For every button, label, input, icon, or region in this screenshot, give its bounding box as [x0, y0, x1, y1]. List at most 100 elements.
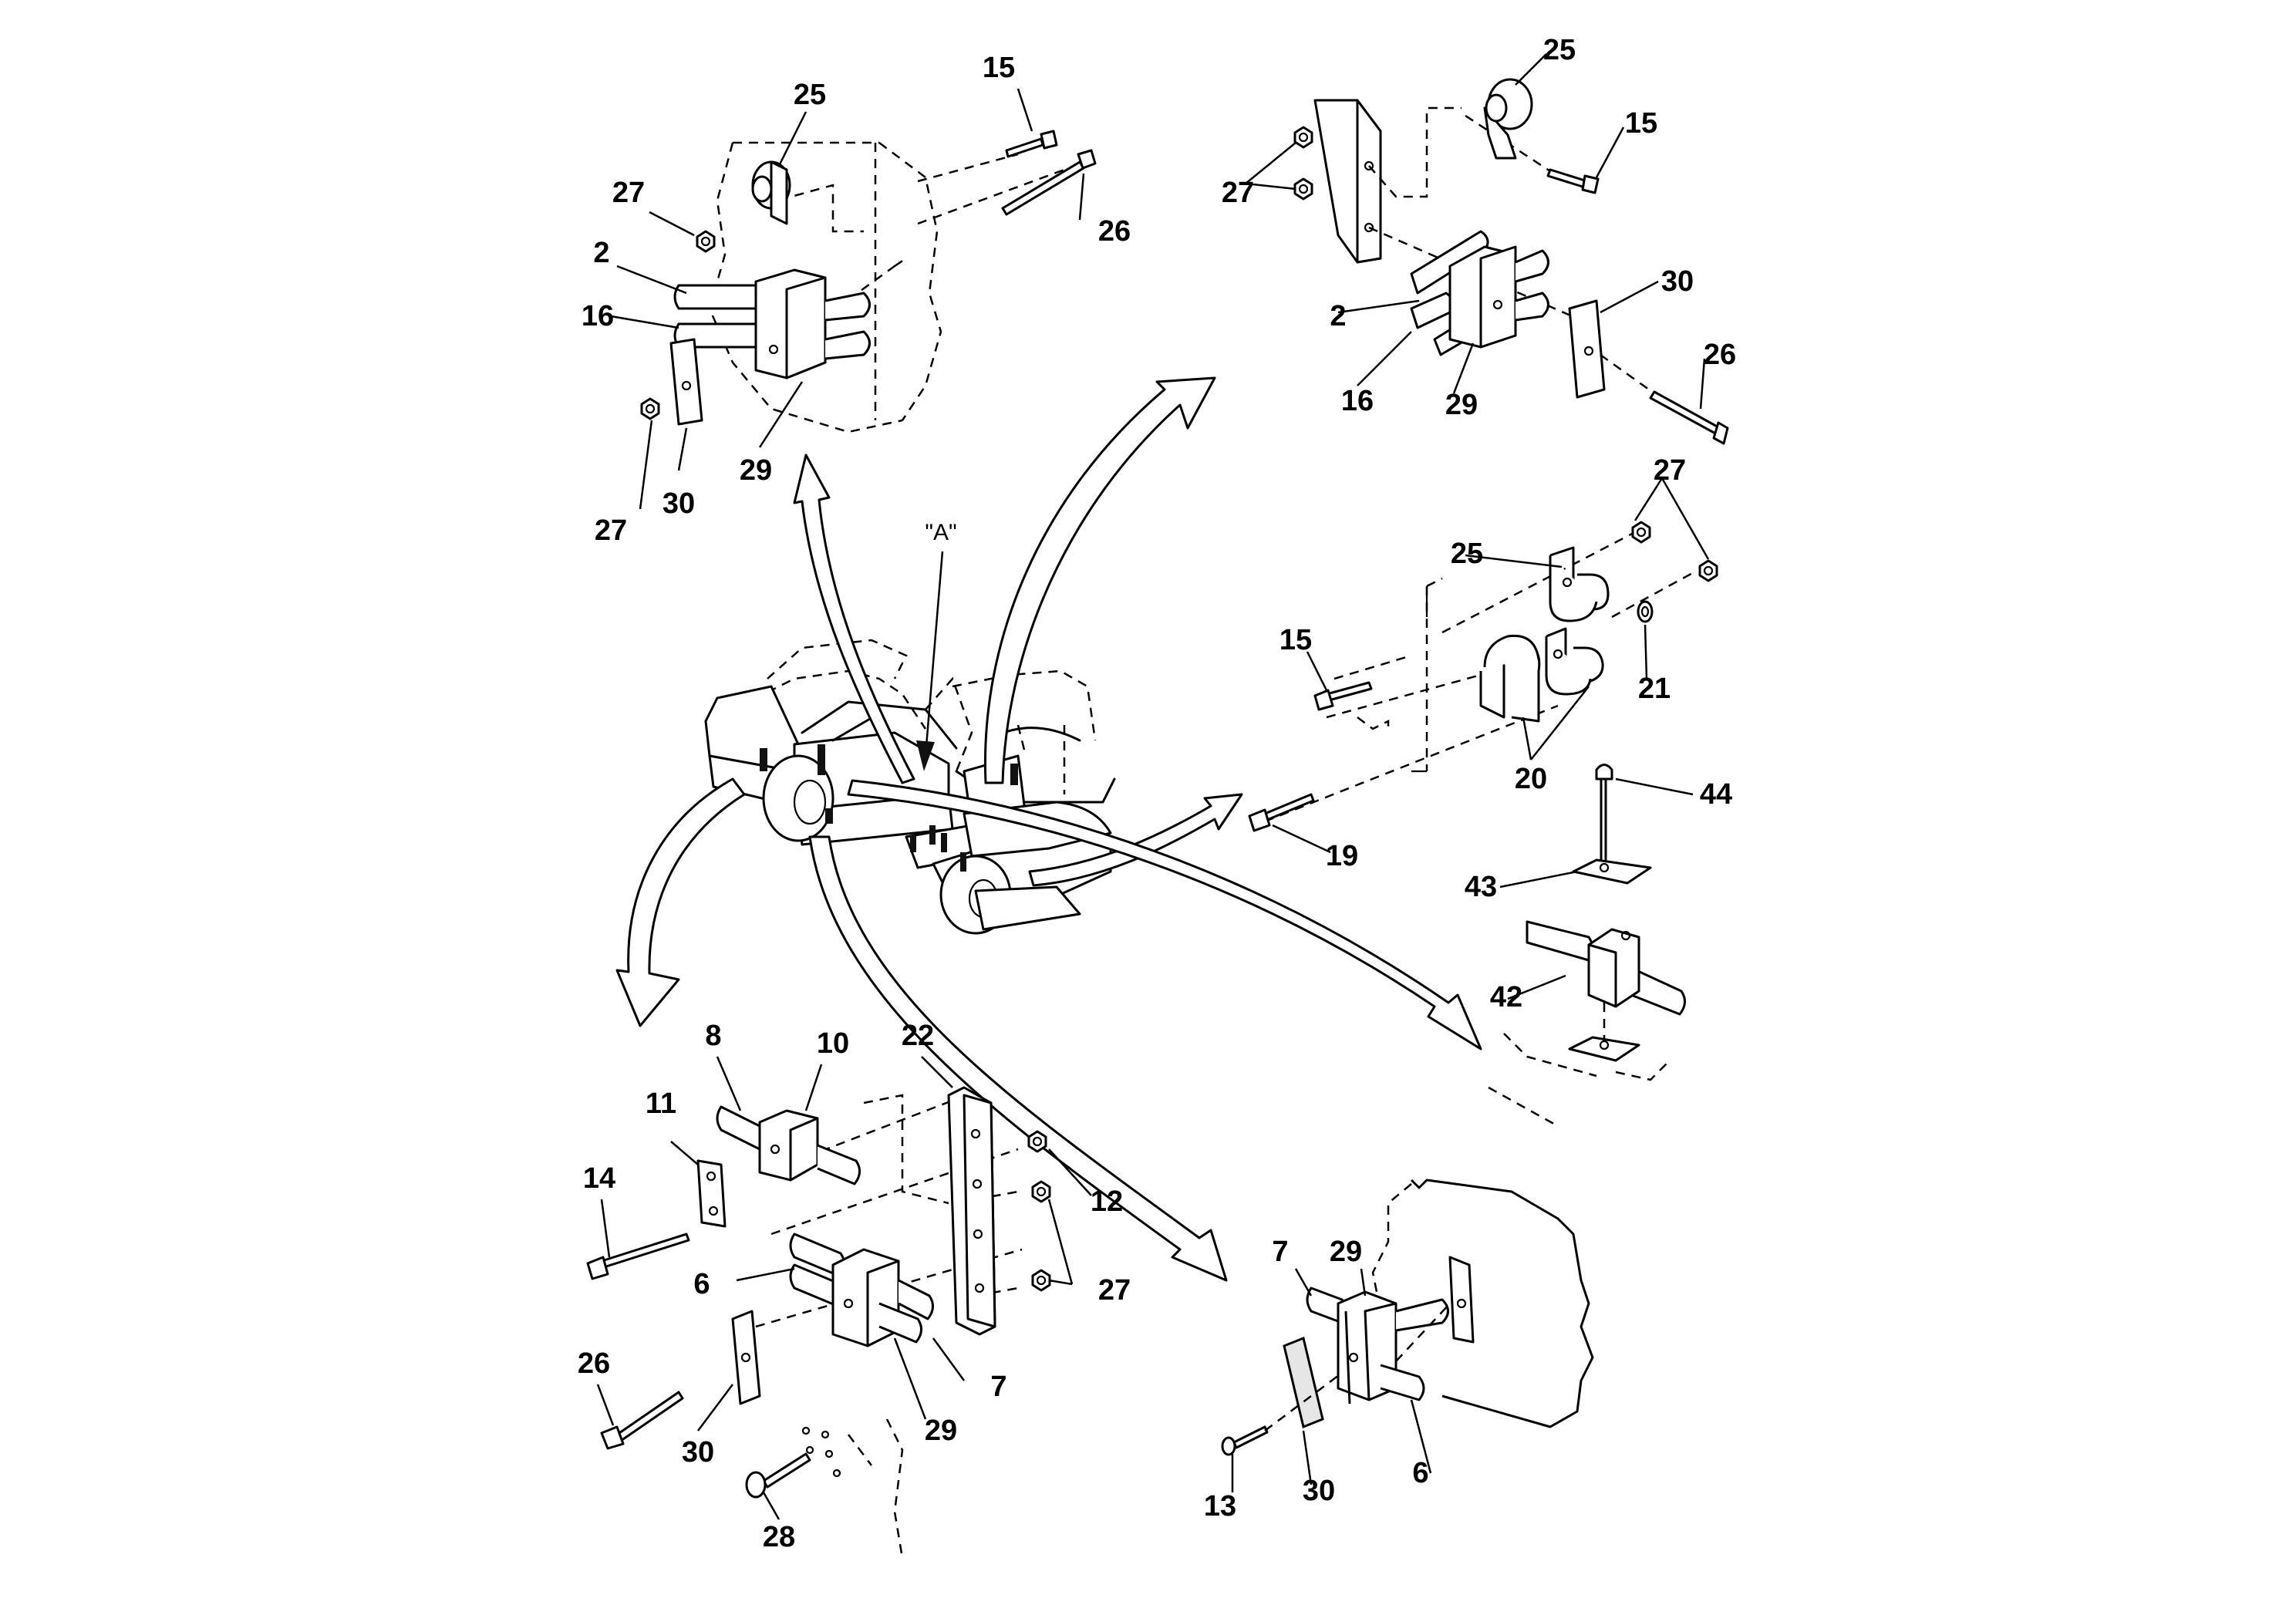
clamp-25 — [751, 160, 791, 225]
arrow-to-bottom-right — [808, 835, 1228, 1282]
label-bl-11: 11 — [646, 1088, 676, 1120]
bolt-26c — [600, 1391, 684, 1450]
label-bl-14: 14 — [583, 1162, 615, 1195]
clamp-block-29c — [789, 1233, 934, 1347]
nut-27b — [640, 397, 660, 420]
label-bl-26: 26 — [578, 1347, 610, 1380]
detail-top-left — [610, 88, 1097, 510]
plate-43 — [1572, 858, 1652, 885]
detail-block-42 — [1488, 764, 1694, 1128]
callout-label: "A" — [925, 520, 956, 545]
bolt-15 — [1005, 130, 1058, 158]
plate-30 — [669, 338, 703, 426]
label-tl-27b: 27 — [595, 514, 627, 547]
label-bl-28: 28 — [763, 1521, 795, 1553]
label-br-29: 29 — [1330, 1236, 1362, 1268]
label-tr-25: 25 — [1543, 34, 1576, 66]
label-bl-22: 22 — [902, 1020, 934, 1052]
label-tr-16: 16 — [1341, 385, 1374, 417]
label-tl-25: 25 — [794, 79, 826, 111]
label-tl-16: 16 — [582, 300, 614, 332]
bolt-28 — [745, 1452, 811, 1499]
label-bl-29: 29 — [925, 1415, 957, 1447]
nut-27f — [1698, 559, 1718, 582]
label-tl-2: 2 — [593, 237, 609, 269]
label-bl-12: 12 — [1091, 1185, 1123, 1218]
label-bl-10: 10 — [817, 1027, 849, 1060]
bolt-26b — [1649, 390, 1729, 445]
detail-arrows — [615, 376, 1482, 1282]
label-rc-42: 42 — [1490, 981, 1522, 1013]
label-tl-30: 30 — [663, 487, 695, 520]
bolt-14 — [586, 1233, 690, 1280]
label-tl-27: 27 — [612, 177, 645, 209]
bolt-44 — [1595, 764, 1613, 873]
label-mr-27: 27 — [1654, 454, 1686, 487]
bolt-15b — [1546, 168, 1600, 194]
label-tr-29: 29 — [1445, 389, 1478, 421]
block-42 — [1526, 920, 1686, 1016]
arrow-to-middle-right — [1028, 793, 1243, 887]
arrow-to-right-block — [847, 779, 1482, 1050]
clamp-block-29d — [1306, 1286, 1449, 1404]
clamp-block-10 — [716, 1105, 861, 1185]
label-bl-7: 7 — [990, 1371, 1006, 1403]
label-tr-2: 2 — [1330, 300, 1346, 332]
nut-12 — [1027, 1130, 1047, 1153]
clamp-block-29 — [673, 268, 871, 379]
detail-top-right — [1245, 53, 1729, 445]
label-tl-29: 29 — [740, 454, 772, 487]
label-bl-8: 8 — [705, 1020, 721, 1052]
detail-middle-right — [1248, 477, 1718, 854]
plate-30b — [1568, 299, 1606, 399]
nut-27 — [696, 230, 716, 253]
clamp-20 — [1479, 627, 1604, 723]
arrow-to-top-right — [983, 376, 1216, 784]
label-rc-44: 44 — [1700, 778, 1732, 811]
arrow-to-bottom-left — [615, 777, 746, 1027]
clamp-25b — [1483, 78, 1533, 160]
roller-machine-overview — [704, 639, 1116, 935]
arrow-to-top-left — [793, 454, 915, 784]
bolt-13 — [1221, 1425, 1269, 1456]
bar-22 — [947, 1086, 996, 1336]
part-labels: 25 15 27 26 2 16 27 30 29 25 15 27 30 2 … — [578, 34, 1736, 1553]
label-rc-43: 43 — [1465, 871, 1497, 903]
label-tl-26: 26 — [1098, 215, 1131, 248]
label-tl-15: 15 — [983, 52, 1015, 84]
plate-30c — [731, 1310, 761, 1405]
bolt-26 — [1001, 149, 1097, 216]
label-mr-20: 20 — [1515, 763, 1547, 795]
label-bl-27: 27 — [1098, 1274, 1131, 1307]
label-br-30: 30 — [1303, 1475, 1335, 1507]
nut-27g — [1031, 1180, 1051, 1203]
label-tr-27: 27 — [1222, 177, 1254, 209]
detail-bottom-right — [1221, 1179, 1594, 1492]
plate-30d — [1283, 1336, 1324, 1429]
label-tr-26: 26 — [1704, 339, 1736, 371]
label-mr-25: 25 — [1451, 538, 1483, 570]
nut-27h — [1031, 1269, 1051, 1292]
bolt-15c — [1313, 681, 1373, 711]
nut-27e — [1631, 521, 1651, 544]
view-callout-a: "A" — [916, 520, 957, 771]
nut-27c — [1293, 126, 1313, 149]
label-bl-6: 6 — [693, 1268, 710, 1300]
label-tr-30: 30 — [1661, 265, 1694, 298]
clamp-block-29b — [1410, 230, 1549, 356]
label-br-7: 7 — [1272, 1236, 1288, 1268]
label-mr-15: 15 — [1279, 624, 1312, 656]
label-br-13: 13 — [1204, 1490, 1236, 1523]
plate-11 — [696, 1159, 727, 1228]
frame-outline-b — [1410, 1179, 1594, 1428]
label-mr-21: 21 — [1638, 673, 1671, 705]
label-bl-30: 30 — [682, 1436, 714, 1469]
bolt-19 — [1248, 793, 1315, 832]
washer-21 — [1637, 600, 1654, 623]
label-tr-15: 15 — [1625, 107, 1657, 140]
detail-bottom-left — [586, 1056, 1092, 1559]
label-br-6: 6 — [1412, 1457, 1428, 1489]
nut-27d — [1293, 177, 1313, 201]
clamp-25c — [1549, 546, 1610, 622]
